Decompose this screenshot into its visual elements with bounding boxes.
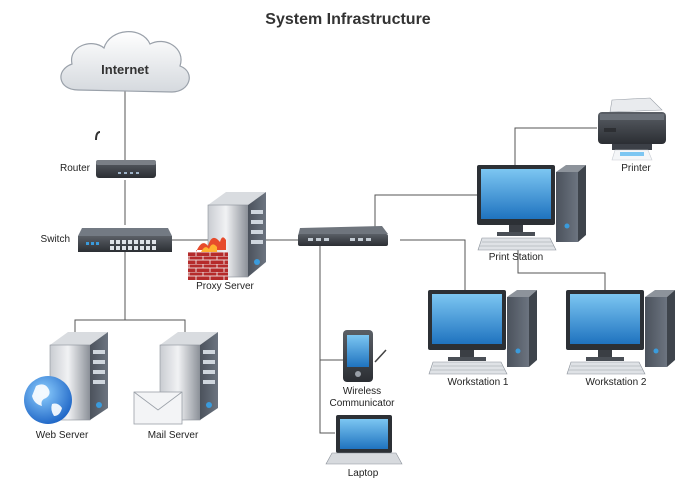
print-station-label: Print Station [489,252,543,263]
router-node: Router [60,131,156,178]
wireless-label-line1: Wireless [343,386,381,397]
hub-icon [298,226,388,246]
laptop-label: Laptop [348,468,379,479]
workstation-icon [428,290,537,375]
proxy-server-label: Proxy Server [196,281,254,292]
internet-cloud: Internet [60,31,190,93]
wireless-communicator-node: Wireless Communicator [329,330,395,409]
mail-server-label: Mail Server [148,430,199,441]
pda-icon [343,330,387,382]
workstation-icon [566,290,675,375]
web-server-label: Web Server [36,430,89,441]
laptop-icon [325,415,403,465]
server-globe-icon [24,332,108,424]
switch-node: Switch [41,228,172,252]
printer-node: Printer [598,97,666,174]
diagram-title: System Infrastructure [265,11,430,28]
printer-icon [598,97,666,161]
router-icon [95,131,156,178]
print-station-node: Print Station [477,165,586,263]
switch-icon [78,228,172,252]
wireless-label-line2: Communicator [329,398,395,409]
router-label: Router [60,163,91,174]
printer-label: Printer [621,163,651,174]
switch-label: Switch [41,234,70,245]
server-firewall-icon [188,192,266,280]
workstation-2-node: Workstation 2 [566,290,675,388]
mail-server-node: Mail Server [133,332,218,441]
workstation-icon [477,165,586,251]
server-mail-icon [133,332,218,425]
workstation-2-label: Workstation 2 [586,377,647,388]
internet-label: Internet [101,62,149,77]
hub-node [298,226,388,246]
cloud-icon [60,31,190,93]
web-server-node: Web Server [24,332,108,441]
laptop-node: Laptop [325,415,403,479]
proxy-server-node: Proxy Server [188,192,266,292]
connector-lines [74,90,606,434]
workstation-1-label: Workstation 1 [448,377,509,388]
workstation-1-node: Workstation 1 [428,290,537,388]
